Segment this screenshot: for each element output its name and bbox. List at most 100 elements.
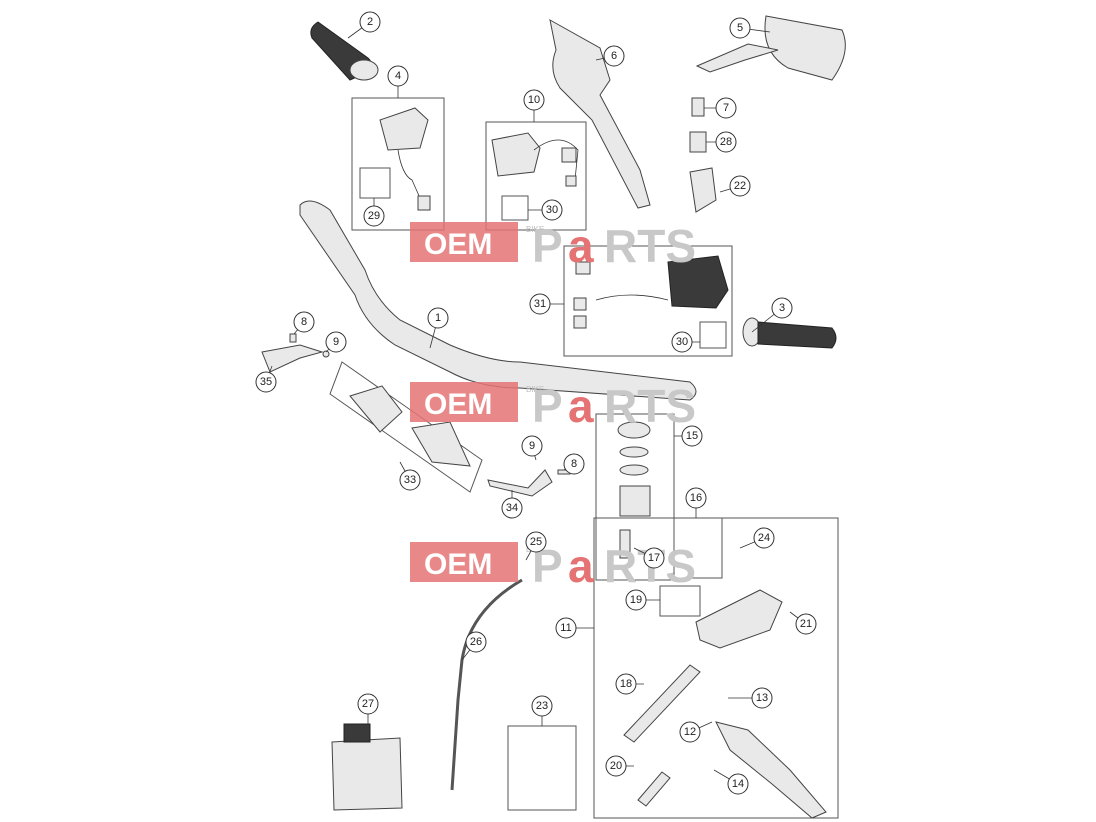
callout-circle — [359, 11, 381, 33]
callout-circle — [729, 17, 751, 39]
switch-box-10 — [485, 121, 587, 231]
callout-circle — [751, 687, 773, 709]
callout-number: 5 — [737, 22, 743, 34]
callout-c22: 22 — [719, 175, 751, 197]
callout-c8a: 8 — [293, 311, 315, 335]
callout-circle — [795, 613, 817, 635]
callout-c21: 21 — [789, 611, 817, 635]
callout-circle — [293, 311, 315, 333]
callout-number: 12 — [684, 726, 696, 738]
callout-number: 6 — [611, 50, 617, 62]
callout-number: 31 — [534, 298, 546, 310]
watermark: OEM BIKE P a RTS OEM BIKE P a RTS OEM BI… — [410, 220, 696, 592]
watermark-brand-right-c: RTS — [604, 220, 696, 272]
watermark-2: OEM BIKE P a RTS — [410, 380, 696, 432]
callout-circle — [501, 497, 523, 519]
callout-c29: 29 — [363, 198, 385, 227]
callout-circle — [727, 773, 749, 795]
right-grip — [742, 317, 837, 349]
callout-number: 10 — [528, 94, 540, 106]
callout-circle — [523, 89, 545, 111]
lever-35 — [261, 344, 324, 373]
mirror-left — [549, 19, 651, 209]
callout-circle — [255, 371, 277, 393]
callout-c4: 4 — [387, 65, 409, 98]
callout-number: 30 — [546, 204, 558, 216]
callout-number: 17 — [648, 552, 660, 564]
watermark-brand-right-c: RTS — [604, 380, 696, 432]
callout-number: 26 — [470, 636, 482, 648]
callout-c3: 3 — [751, 297, 793, 333]
callout-number: 33 — [404, 474, 416, 486]
callout-number: 25 — [530, 536, 542, 548]
callout-circle — [387, 65, 409, 87]
callout-circle — [465, 631, 487, 653]
watermark-badge — [410, 382, 518, 422]
left-switch — [359, 107, 431, 211]
callout-c25: 25 — [525, 531, 547, 561]
callout-number: 8 — [301, 316, 307, 328]
callout-c24: 24 — [739, 527, 775, 549]
callout-number: 3 — [779, 302, 785, 314]
callout-c28: 28 — [706, 131, 737, 153]
callout-number: 22 — [734, 180, 746, 192]
callout-number: 20 — [610, 760, 622, 772]
callout-circle — [643, 547, 665, 569]
nut-9a — [322, 350, 330, 358]
callout-circle — [555, 617, 577, 639]
callout-number: 11 — [560, 622, 571, 634]
callout-c17: 17 — [633, 547, 665, 569]
callout-c1: 1 — [427, 307, 449, 349]
callout-number: 4 — [395, 70, 401, 82]
callout-circle — [681, 425, 703, 447]
callout-number: 14 — [732, 778, 744, 790]
callout-circle — [771, 297, 793, 319]
clamp-22 — [689, 167, 717, 213]
callout-circle — [525, 531, 547, 553]
watermark-brand-left: OEM — [424, 228, 492, 261]
watermark-brand-right-b: a — [568, 220, 594, 272]
callout-number: 1 — [435, 312, 441, 324]
callout-circle — [325, 331, 347, 353]
callout-c13: 13 — [728, 687, 773, 709]
callout-c6: 6 — [595, 45, 625, 67]
callout-number: 13 — [756, 692, 768, 704]
reservoir-parts — [617, 421, 651, 559]
callout-c20: 20 — [605, 755, 634, 777]
callout-circle — [753, 527, 775, 549]
callout-number: 8 — [571, 458, 577, 470]
callout-c10: 10 — [523, 89, 545, 122]
callout-circle — [615, 673, 637, 695]
callout-c11: 11 — [555, 617, 594, 639]
callout-c23: 23 — [531, 695, 553, 726]
brake-line-26 — [450, 578, 523, 791]
watermark-brand-right-b: a — [568, 380, 594, 432]
watermark-brand-right-a: P — [532, 380, 563, 432]
callout-c33: 33 — [399, 461, 421, 491]
switch-right-box — [563, 245, 733, 357]
callout-circle — [427, 307, 449, 329]
piston-18 — [623, 664, 701, 743]
callout-c15: 15 — [674, 425, 703, 447]
callout-c14: 14 — [713, 769, 749, 795]
callout-number: 28 — [720, 136, 732, 148]
callout-layer: 1234567889910111213141516171819202122232… — [255, 11, 817, 795]
watermark-brand-vertical: BIKE — [526, 385, 544, 394]
adapter-28 — [689, 131, 707, 153]
callout-number: 27 — [362, 698, 374, 710]
callout-c30b: 30 — [671, 331, 700, 353]
callout-circle — [729, 175, 751, 197]
callout-circle — [521, 435, 543, 457]
callout-number: 18 — [620, 678, 632, 690]
lever-34 — [487, 469, 553, 497]
watermark-brand-left: OEM — [424, 388, 492, 421]
right-switch — [573, 255, 729, 349]
callout-c9a: 9 — [325, 331, 347, 353]
callout-number: 9 — [529, 440, 535, 452]
master-cylinder-box — [593, 517, 839, 819]
watermark-brand-vertical: BIKE — [526, 225, 544, 234]
callout-circle — [679, 721, 701, 743]
mirror-right — [695, 15, 846, 81]
nut-7 — [691, 97, 705, 117]
